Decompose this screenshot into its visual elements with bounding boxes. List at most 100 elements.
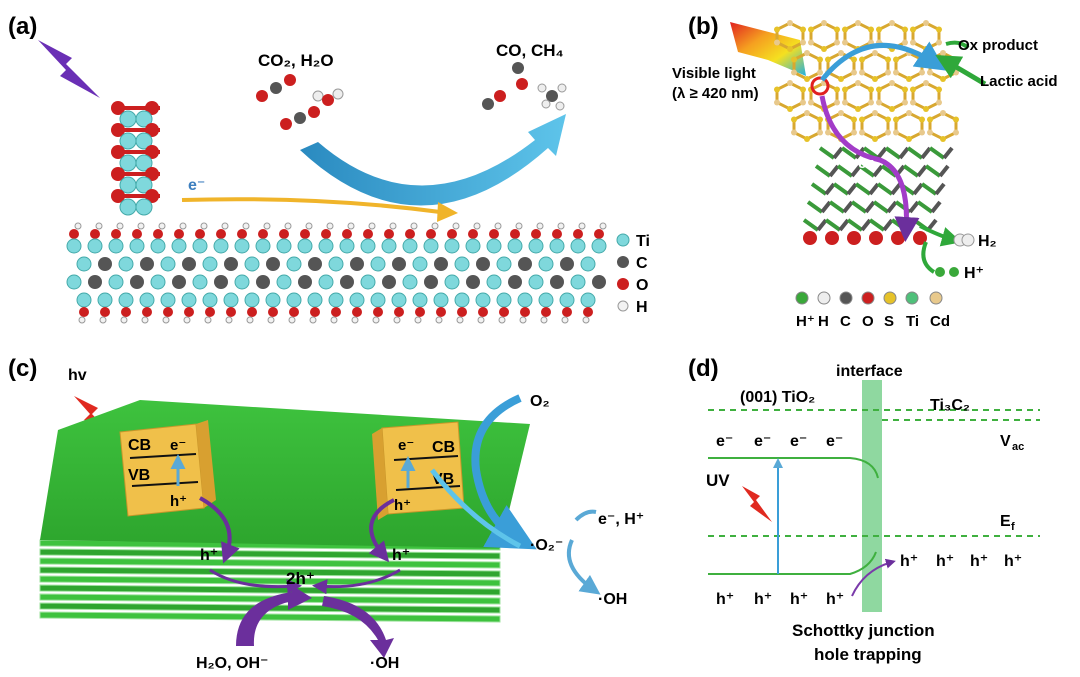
atom [918,116,925,123]
atom [927,69,934,76]
atom [872,76,878,82]
atom [182,257,196,271]
atom [910,26,917,33]
bond [868,218,886,232]
vac-subscript: ac [1012,441,1024,453]
atom [787,46,793,52]
bond [828,200,846,214]
atom [111,229,121,239]
panel-b: (b) Visible light (λ ≥ 420 nm) Ox produc… [672,13,1058,330]
atom [519,316,527,324]
atom [808,39,815,46]
atom [381,238,397,254]
atom [838,76,844,82]
atom [538,292,554,308]
atom [108,274,124,290]
oh-formation-arrow [322,596,394,658]
atom [486,274,502,290]
atom [528,274,544,290]
oxidation-arrow [820,41,946,82]
atom [507,238,523,254]
superoxide-label: ·O₂⁻ [530,537,563,554]
bond [908,200,920,214]
atom [246,316,254,324]
atom [825,56,832,63]
atom [557,222,565,230]
atom [108,238,124,254]
atom [842,86,849,93]
atom [140,257,154,271]
bond [824,182,836,196]
atom [204,316,212,324]
tio2-cube-right: e⁻ CB VB h⁺ [372,421,465,520]
atom [150,274,166,290]
atom [867,99,874,106]
bond [840,146,858,160]
atom [444,238,460,254]
atom [466,275,480,289]
h2-label: H₂ [978,233,997,250]
atom [352,307,362,317]
atom [549,238,565,254]
cds-hexagon [894,51,924,81]
hole-2: h⁺ [754,591,772,608]
lightning-bolt-icon [38,40,100,98]
atom [791,116,798,123]
atom [935,86,942,93]
atom [153,229,163,239]
bond [842,200,854,214]
panel-a-label: (a) [8,13,37,40]
superoxide-conversion-arrow [566,539,601,595]
slab-layer [39,566,501,578]
atom [410,222,418,230]
two-holes-label: 2h⁺ [286,569,315,588]
bond [942,146,954,160]
atom [255,238,271,254]
atom [935,26,942,33]
atom [884,56,891,63]
atom [541,307,551,317]
bond [872,200,890,214]
atom [276,238,292,254]
atom [389,222,397,230]
atom [326,222,334,230]
atom [520,307,530,317]
atom [499,307,509,317]
atom [372,316,380,324]
atom [923,80,929,86]
hole-transfer-right [368,498,395,563]
atom [457,307,467,317]
atom [308,257,322,271]
atom [833,26,840,33]
atom [258,229,268,239]
atom [508,275,522,289]
ti3c2-slab [66,222,607,324]
atom [804,76,810,82]
atom [486,238,502,254]
atom [244,256,260,272]
atom [465,238,481,254]
atom [266,257,280,271]
atom [305,222,313,230]
atom [799,26,806,33]
atom [435,316,443,324]
legend-b-5: Ti [906,313,919,330]
bond [846,182,858,196]
atom [310,307,320,317]
atom [330,316,338,324]
atom [538,256,554,272]
atom [391,292,407,308]
schottky-line2: hole trapping [814,645,922,664]
oh-label-bottom: ·OH [370,655,399,672]
atom [808,26,815,33]
atom [328,256,344,272]
legend-c: C [636,255,648,272]
atom [205,307,215,317]
electron-path-b [819,95,920,242]
hv-label: hv [68,367,87,384]
atom [774,99,781,106]
bond [920,182,938,196]
atom [162,316,170,324]
atom [307,292,323,308]
atom [454,256,470,272]
